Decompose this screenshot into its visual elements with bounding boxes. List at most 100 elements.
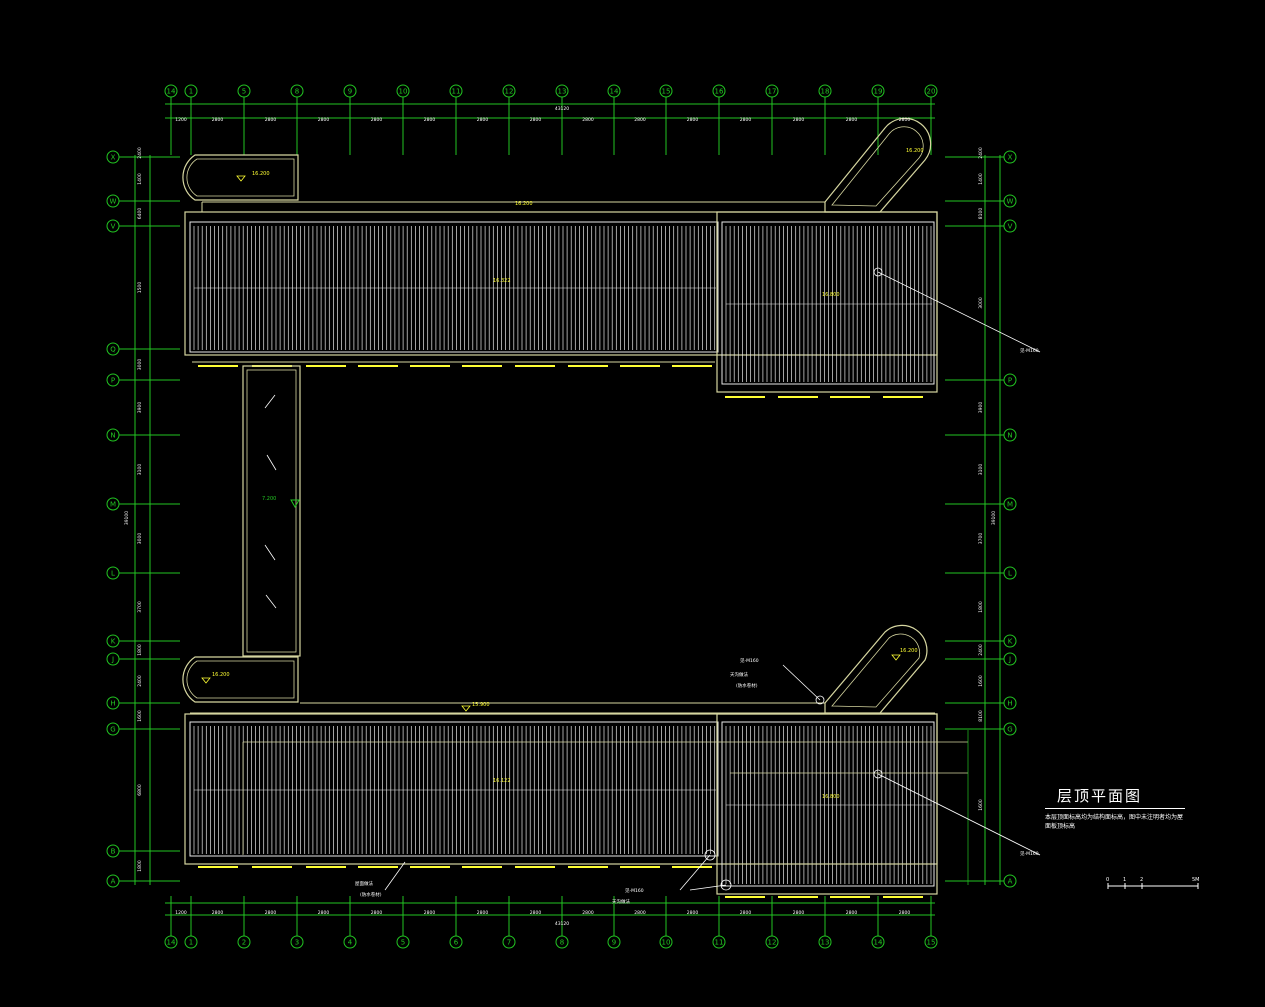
svg-text:20: 20 <box>927 88 936 96</box>
dim-bottom-5: 2800 <box>424 910 436 916</box>
axis-bubble-top-14: 19 <box>871 84 885 98</box>
axis-bubble-bottom-11: 11 <box>712 935 726 949</box>
elev-top-left-pod: 16.200 <box>252 171 270 177</box>
roof-hatching <box>193 226 932 884</box>
svg-text:M: M <box>110 501 116 509</box>
axis-bubble-top-5: 10 <box>396 84 410 98</box>
scale-label-0: 0 <box>1106 877 1109 883</box>
svg-text:X: X <box>111 154 116 162</box>
svg-text:1: 1 <box>189 939 193 947</box>
svg-text:12: 12 <box>768 939 777 947</box>
axis-bubble-right-1: W <box>1003 194 1017 208</box>
dim-right-7: 1800 <box>978 601 984 613</box>
dim-left-4: 3000 <box>137 359 143 371</box>
dim-right-10: 8100 <box>978 710 984 722</box>
dim-bottom-12: 2800 <box>793 910 805 916</box>
svg-text:11: 11 <box>715 939 724 947</box>
axis-bubble-bottom-1: 1 <box>184 935 198 949</box>
dim-top-0: 1200 <box>175 117 187 123</box>
svg-text:V: V <box>1008 223 1013 231</box>
svg-text:1: 1 <box>189 88 193 96</box>
dim-left-11: 1600 <box>137 710 143 722</box>
callout-bottom-right: 见-M160 <box>1020 851 1039 857</box>
elevation-labels: 16.200 16.200 16.200 16.322 16.800 7.200… <box>212 148 924 800</box>
drawing-title: 层顶平面图 <box>1057 787 1143 805</box>
svg-text:10: 10 <box>662 939 671 947</box>
dim-bottom-8: 2800 <box>582 910 594 916</box>
dim-top-13: 2800 <box>846 117 858 123</box>
svg-text:9: 9 <box>348 88 352 96</box>
svg-text:X: X <box>1008 154 1013 162</box>
left-corridor <box>242 365 301 657</box>
drawing-note: 本层顶面标高均为结构面标高，图中未注明者均为屋面板顶标高 <box>1045 814 1184 830</box>
dim-left-1: 1400 <box>137 173 143 185</box>
svg-text:14: 14 <box>874 939 883 947</box>
svg-text:W: W <box>110 198 117 206</box>
axis-bubble-bottom-3: 3 <box>290 935 304 949</box>
axis-bubble-bottom-6: 6 <box>449 935 463 949</box>
dim-top-total: 43120 <box>555 106 569 112</box>
axis-bubble-top-4: 9 <box>343 84 357 98</box>
axis-bubble-left-3: Q <box>106 342 120 356</box>
axis-bubble-left-1: W <box>106 194 120 208</box>
dim-bottom-7: 2800 <box>530 910 542 916</box>
dim-top-7: 2800 <box>530 117 542 123</box>
svg-text:K: K <box>111 638 116 646</box>
dim-top-4: 2800 <box>371 117 383 123</box>
svg-text:K: K <box>1008 638 1013 646</box>
axis-bubble-bottom-14: 14 <box>871 935 885 949</box>
axis-bubble-left-4: P <box>106 373 120 387</box>
dim-left-5: 3900 <box>137 402 143 414</box>
dim-top-5: 2800 <box>424 117 436 123</box>
axis-bubble-top-3: 8 <box>290 84 304 98</box>
dim-right-5: 3100 <box>978 464 984 476</box>
axis-bubble-left-6: M <box>106 497 120 511</box>
axis-bubble-right-3: P <box>1003 373 1017 387</box>
axis-bubble-bottom-9: 9 <box>607 935 621 949</box>
top-wing <box>182 117 938 398</box>
dim-bottom-14: 2800 <box>899 910 911 916</box>
elev-top-roof-right: 16.800 <box>822 292 840 298</box>
dim-left-12: 6800 <box>137 784 143 796</box>
dim-top-11: 2800 <box>740 117 752 123</box>
axis-bubble-bottom-4: 4 <box>343 935 357 949</box>
axis-bubble-top-7: 12 <box>502 84 516 98</box>
dim-left-10: 2400 <box>137 675 143 687</box>
dim-left-9: 1800 <box>137 644 143 656</box>
svg-text:13: 13 <box>558 88 567 96</box>
axis-bubble-bottom-8: 8 <box>555 935 569 949</box>
axis-bubble-right-7: K <box>1003 634 1017 648</box>
dim-bottom-9: 2800 <box>634 910 646 916</box>
svg-text:G: G <box>1007 726 1012 734</box>
dim-bottom-4: 2800 <box>371 910 383 916</box>
svg-text:5: 5 <box>242 88 246 96</box>
svg-text:14: 14 <box>167 88 176 96</box>
svg-text:14: 14 <box>167 939 176 947</box>
dim-bottom-2: 2800 <box>265 910 277 916</box>
dim-bottom-10: 2800 <box>687 910 699 916</box>
axis-bubble-left-7: L <box>106 566 120 580</box>
svg-text:H: H <box>110 700 115 708</box>
callout-bottom-left-a: 屋面做法 <box>355 880 373 887</box>
axis-bubble-right-0: X <box>1003 150 1017 164</box>
dimension-lines <box>134 103 1001 916</box>
scale-bar: 0 1 2 5M <box>1106 877 1200 889</box>
dim-top-6: 2800 <box>477 117 489 123</box>
svg-text:J: J <box>111 656 114 664</box>
dim-top-2: 2800 <box>265 117 277 123</box>
axis-bubble-top-15: 20 <box>924 84 938 98</box>
axis-bubble-top-10: 15 <box>659 84 673 98</box>
axis-bubble-top-0: 14 <box>164 84 178 98</box>
dim-bottom-3: 2800 <box>318 910 330 916</box>
svg-text:P: P <box>1008 377 1012 385</box>
dim-bottom-13: 2800 <box>846 910 858 916</box>
svg-text:L: L <box>111 570 115 578</box>
svg-text:10: 10 <box>399 88 408 96</box>
axis-bubble-top-13: 18 <box>818 84 832 98</box>
svg-text:9: 9 <box>612 939 616 947</box>
axis-bubble-bottom-10: 10 <box>659 935 673 949</box>
axis-bubble-top-9: 14 <box>607 84 621 98</box>
elev-bottom-left-pod: 16.200 <box>212 672 230 678</box>
callout-mid-right-b: 天沟做法 <box>730 671 748 678</box>
